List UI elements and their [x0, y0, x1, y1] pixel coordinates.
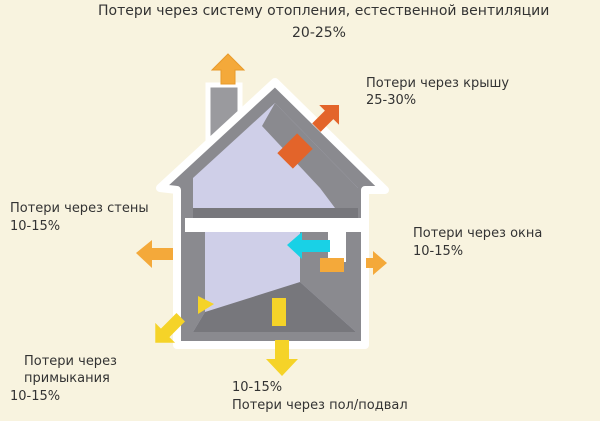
roof-vent: [277, 133, 313, 169]
heating-loss-label: Потери через систему отопления, естестве…: [98, 3, 550, 19]
floor-loss-label: Потери через пол/подвал: [232, 398, 408, 413]
attic-interior: [193, 103, 358, 218]
window-vent: [320, 258, 344, 272]
floor-loss-value: 10-15%: [232, 380, 283, 395]
windows-loss-value: 10-15%: [413, 244, 464, 259]
arrow-right-icon: [366, 251, 387, 275]
arrow-down-icon: [266, 340, 298, 376]
arrow-up-right-icon: [312, 104, 340, 132]
roof-loss-value: 25-30%: [366, 93, 417, 108]
junctions-loss-label-1: Потери через: [24, 354, 117, 369]
roof-loss-label: Потери через крышу: [366, 76, 510, 91]
junctions-loss-value: 10-15%: [10, 389, 61, 404]
arrow-left-icon: [136, 240, 173, 268]
heating-loss-value: 20-25%: [292, 25, 346, 41]
arrow-cyan-left-icon: [287, 232, 330, 259]
floor-vent: [272, 298, 286, 326]
ceiling-slab: [185, 218, 363, 232]
windows-loss-label: Потери через окна: [413, 226, 543, 241]
walls-loss-label: Потери через стены: [10, 201, 149, 216]
arrow-inner-junction-icon: [198, 296, 214, 314]
junctions-loss-label-2: примыкания: [24, 371, 110, 386]
arrow-down-left-icon: [155, 313, 185, 343]
window-opening: [328, 232, 346, 262]
arrow-up-icon: [210, 53, 246, 85]
walls-loss-value: 10-15%: [10, 219, 61, 234]
